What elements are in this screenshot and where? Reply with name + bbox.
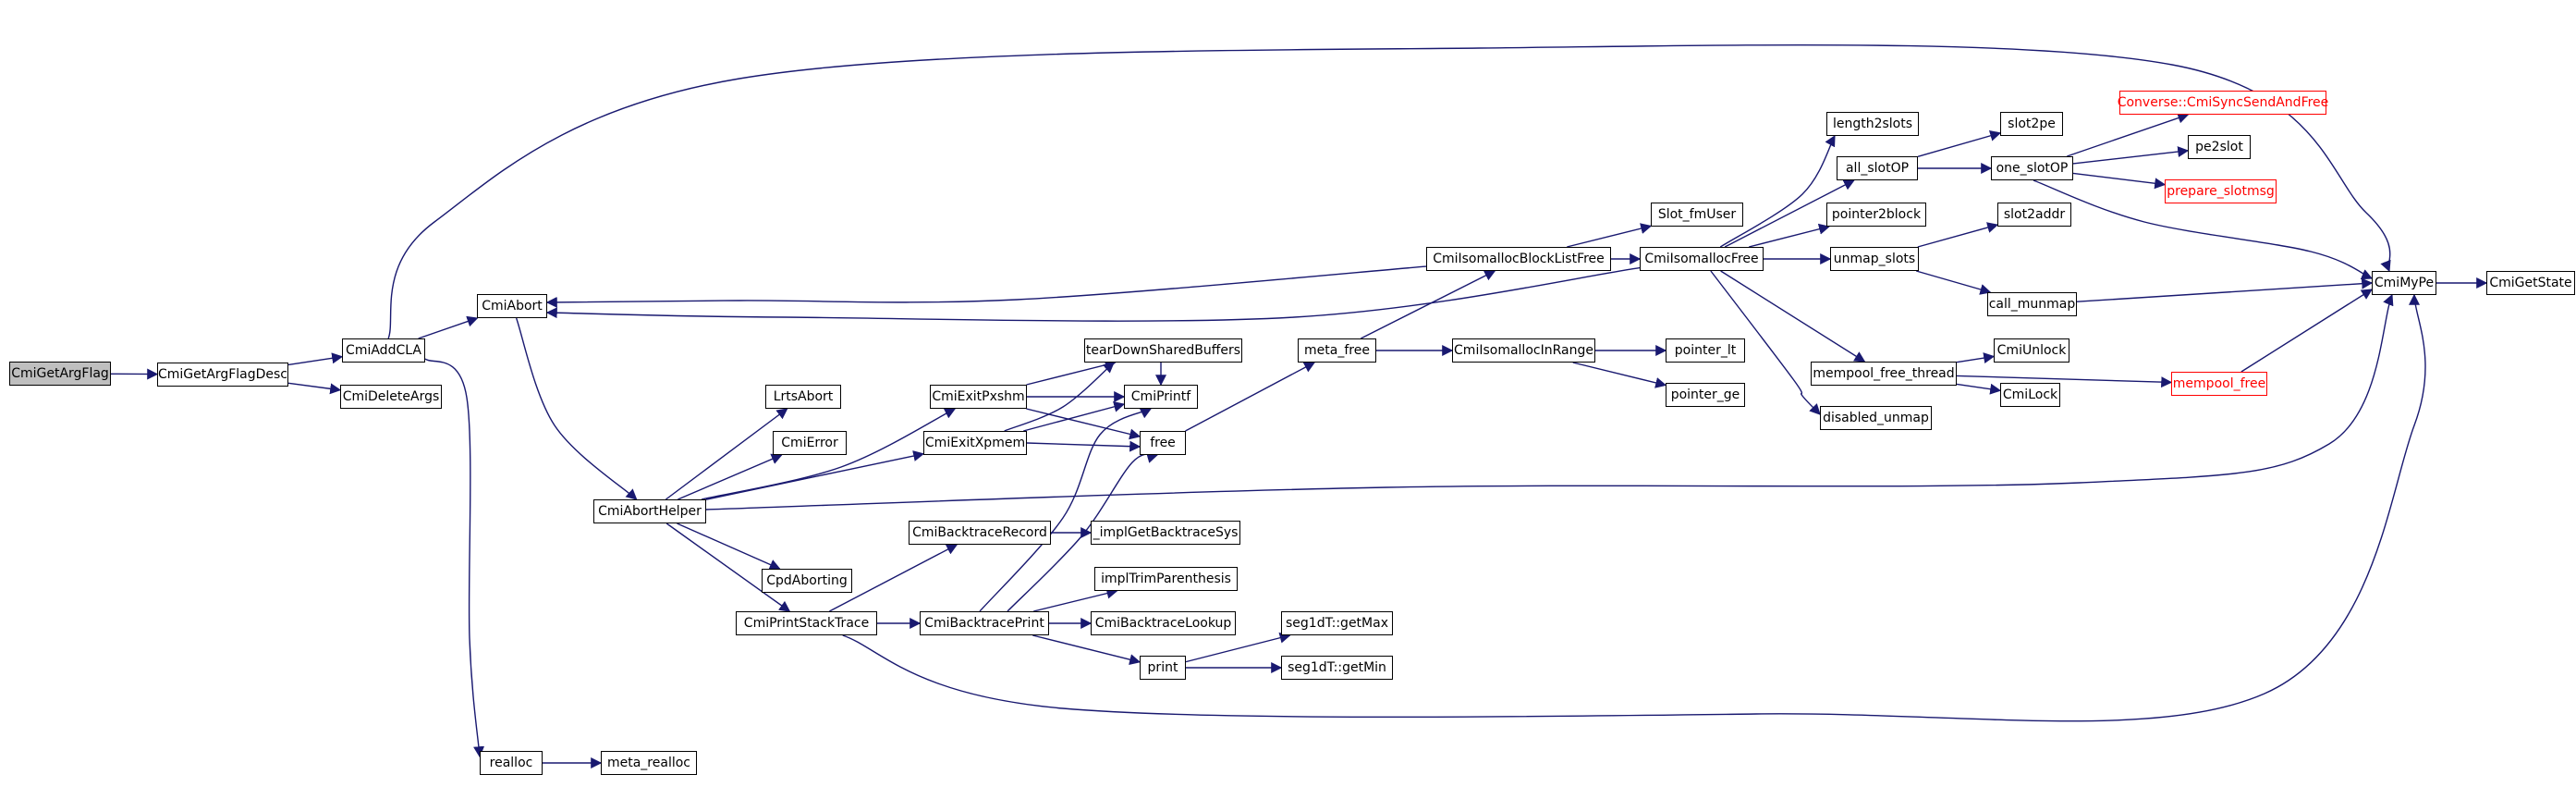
- edge-cmiaddcla-to-cmimype: [388, 45, 2390, 338]
- node-length2slots[interactable]: length2slots: [1826, 112, 1919, 136]
- edge-cmiaborthelper-to-cmiexitxpmem: [706, 454, 923, 499]
- node-slot2addr[interactable]: slot2addr: [1997, 203, 2071, 227]
- edge-cmiisomallocinrange-to-pointer-ge: [1573, 363, 1666, 385]
- edge-free-to-meta-free: [1186, 363, 1314, 431]
- node-pointer-lt[interactable]: pointer_lt: [1666, 338, 1745, 363]
- edge-unmap-slots-to-slot2addr: [1918, 225, 1997, 247]
- node-pointer2block[interactable]: pointer2block: [1826, 203, 1926, 227]
- edge-cmiaborthelper-to-cmierror: [678, 455, 781, 499]
- node-cmiaddcla[interactable]: CmiAddCLA: [342, 338, 425, 363]
- edge-cmiexitpxshm-to-teardownsharedbuffers: [1027, 363, 1116, 385]
- edge-cmiabort-to-cmiaborthelper: [517, 318, 637, 499]
- edge-all-slotop-to-slot2pe: [1918, 133, 2000, 157]
- node-print[interactable]: print: [1140, 656, 1186, 680]
- edge-one-slotop-to-prepare-slotmsg: [2073, 173, 2165, 184]
- edge-one-slotop-to-pe2slot: [2073, 151, 2188, 164]
- edge-cmibacktraceprint-to-print: [1032, 635, 1140, 662]
- node-free[interactable]: free: [1140, 431, 1186, 455]
- node-slot2pe[interactable]: slot2pe: [2000, 112, 2063, 136]
- edge-cmiaborthelper-to-cmiprintstacktrace: [666, 523, 789, 611]
- edge-cmigetargflagdesc-to-cmideleteargs: [288, 383, 340, 389]
- node-cmiaborthelper[interactable]: CmiAbortHelper: [593, 499, 706, 523]
- node-cmigetstate[interactable]: CmiGetState: [2486, 271, 2575, 295]
- edge-cmiaddcla-to-realloc: [425, 359, 480, 756]
- node-prepare-slotmsg[interactable]: prepare_slotmsg: [2165, 179, 2277, 203]
- node-cmiprintf[interactable]: CmiPrintf: [1124, 385, 1198, 409]
- node-lrtsabort[interactable]: LrtsAbort: [765, 385, 841, 409]
- node-cpdaborting[interactable]: CpdAborting: [762, 569, 852, 593]
- edge-cmiexitxpmem-to-cmiprintf: [1023, 404, 1124, 431]
- edge-unmap-slots-to-call-munmap: [1916, 271, 1990, 292]
- edge-mempool-free-thread-to-cmilock: [1957, 384, 2000, 390]
- node-cmibacktracelookup[interactable]: CmiBacktraceLookup: [1091, 611, 1236, 635]
- node-cmibacktracerecord[interactable]: CmiBacktraceRecord: [909, 521, 1051, 545]
- edge-print-to-seg1dt-getmax: [1186, 635, 1289, 662]
- node-pointer-ge[interactable]: pointer_ge: [1666, 383, 1745, 407]
- edge-cmiaddcla-to-cmiabort: [419, 318, 478, 338]
- node-mempool-free-thread[interactable]: mempool_free_thread: [1811, 362, 1957, 386]
- edge-mempool-free-thread-to-mempool-free: [1957, 375, 2171, 382]
- node-cmiisomallocinrange[interactable]: CmiIsomallocInRange: [1452, 338, 1595, 363]
- node-one-slotop[interactable]: one_slotOP: [1991, 156, 2073, 180]
- edge-call-munmap-to-cmimype: [2077, 283, 2372, 301]
- node-cmimype[interactable]: CmiMyPe: [2372, 271, 2436, 295]
- edge-cmiisomallocblocklistfree-to-cmiabort: [547, 266, 1426, 302]
- node-seg1dt-getmin[interactable]: seg1dT::getMin: [1281, 656, 1393, 680]
- edge-cmiisomallocblocklistfree-to-slot-fmuser: [1567, 226, 1651, 247]
- edge-cmigetargflagdesc-to-cmiaddcla: [288, 357, 342, 365]
- node-seg1dt-getmax[interactable]: seg1dT::getMax: [1281, 611, 1393, 635]
- edge-mempool-free-thread-to-cmiunlock: [1957, 356, 1994, 362]
- edge-cmiexitpxshm-to-free: [1026, 409, 1140, 437]
- edge-cmiisomallocfree-to-length2slots: [1720, 136, 1835, 247]
- edge-cmiisomallocfree-to-pointer2block: [1749, 227, 1829, 247]
- node-disabled-unmap[interactable]: disabled_unmap: [1820, 406, 1932, 430]
- node-implgetbacktracesys[interactable]: _implGetBacktraceSys: [1091, 521, 1240, 545]
- edge-cmiprintstacktrace-to-cmimype: [843, 295, 2425, 721]
- node-converse-cmisyncsendandfree[interactable]: Converse::CmiSyncSendAndFree: [2119, 91, 2326, 115]
- edge-cmiaborthelper-to-lrtsabort: [665, 409, 787, 499]
- node-cmiisomallocblocklistfree[interactable]: CmiIsomallocBlockListFree: [1426, 247, 1611, 271]
- edge-mempool-free-to-cmimype: [2241, 289, 2372, 372]
- node-slot-fmuser[interactable]: Slot_fmUser: [1651, 203, 1743, 227]
- node-cmilock[interactable]: CmiLock: [2000, 383, 2060, 407]
- node-all-slotop[interactable]: all_slotOP: [1837, 156, 1918, 180]
- node-cmiunlock[interactable]: CmiUnlock: [1994, 338, 2069, 363]
- node-cmigetargflagdesc[interactable]: CmiGetArgFlagDesc: [157, 363, 288, 387]
- edge-cmibacktraceprint-to-impltrimparenthesis: [1033, 591, 1117, 611]
- node-cmigetargflag[interactable]: CmiGetArgFlag: [9, 362, 111, 386]
- edge-cmiaborthelper-to-cpdaborting: [677, 523, 779, 569]
- edge-meta-free-to-cmiisomallocblocklistfree: [1361, 271, 1495, 338]
- node-cmibacktraceprint[interactable]: CmiBacktracePrint: [920, 611, 1049, 635]
- edge-cmiisomallocfree-to-cmiabort: [547, 268, 1640, 322]
- edge-cmiexitxpmem-to-free: [1027, 443, 1140, 447]
- node-cmiexitxpmem[interactable]: CmiExitXpmem: [923, 431, 1027, 455]
- node-impltrimparenthesis[interactable]: implTrimParenthesis: [1094, 567, 1238, 591]
- node-call-munmap[interactable]: call_munmap: [1987, 292, 2077, 316]
- node-meta-free[interactable]: meta_free: [1298, 338, 1376, 363]
- node-mempool-free[interactable]: mempool_free: [2171, 372, 2267, 396]
- node-cmiexitpxshm[interactable]: CmiExitPxshm: [930, 385, 1027, 409]
- node-cmierror[interactable]: CmiError: [773, 431, 847, 455]
- node-pe2slot[interactable]: pe2slot: [2188, 135, 2251, 159]
- node-cmideleteargs[interactable]: CmiDeleteArgs: [340, 385, 442, 409]
- node-teardownsharedbuffers[interactable]: tearDownSharedBuffers: [1084, 338, 1242, 363]
- node-cmiabort[interactable]: CmiAbort: [477, 294, 547, 318]
- node-realloc[interactable]: realloc: [480, 751, 543, 775]
- node-cmiprintstacktrace[interactable]: CmiPrintStackTrace: [736, 611, 877, 635]
- node-meta-realloc[interactable]: meta_realloc: [601, 751, 697, 775]
- node-unmap-slots[interactable]: unmap_slots: [1830, 247, 1919, 271]
- edge-one-slotop-to-converse-cmisyncsendandfree: [2067, 115, 2188, 156]
- node-cmiisomallocfree[interactable]: CmiIsomallocFree: [1640, 247, 1764, 271]
